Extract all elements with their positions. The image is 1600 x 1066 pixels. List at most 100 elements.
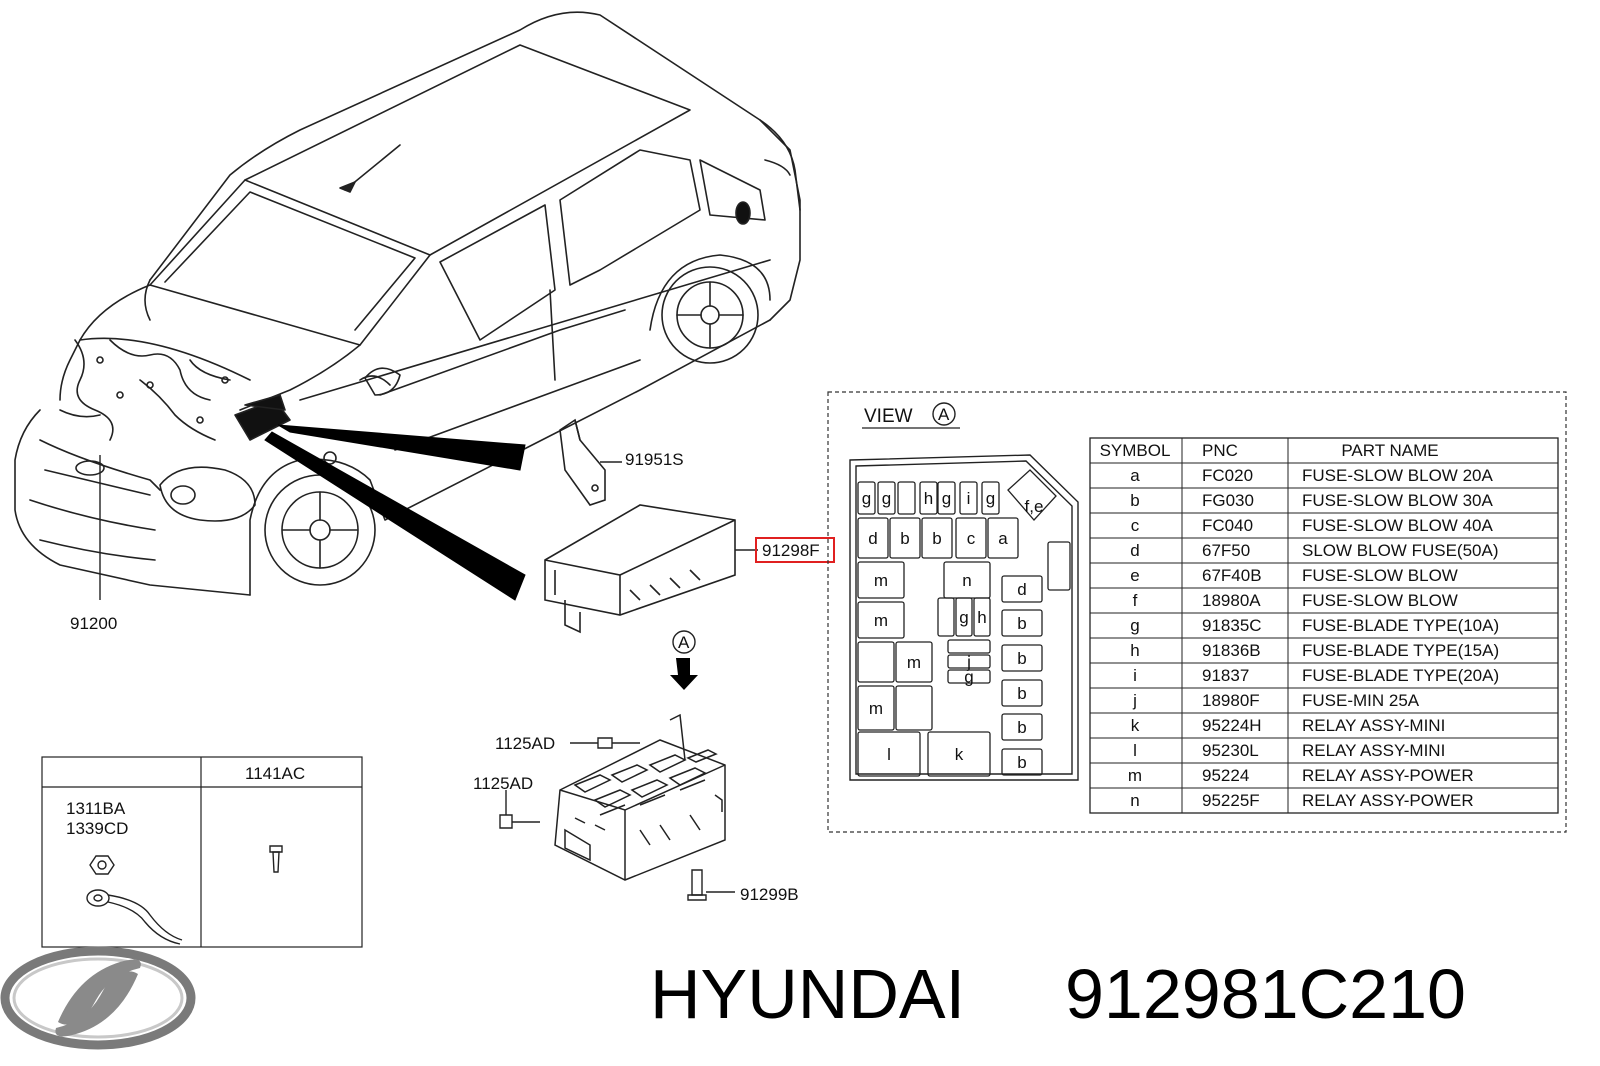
fuse-slot-b-right-1-outline [1001,644,1043,672]
fuse-slot-second-1-outline [889,517,921,559]
pointer-wedges [264,424,526,601]
parts-table-part-name: RELAY ASSY-POWER [1302,766,1474,785]
fuse-slot-b-right-1: b [1017,649,1026,668]
parts-table-pnc: 91836B [1202,641,1261,660]
view-panel-marker-circle [932,402,956,426]
brand-name: HYUNDAI [650,955,965,1033]
view-panel-border [827,391,1567,833]
fuse-slot-spare-outline [1047,541,1071,591]
parts-table-part-name: FUSE-SLOW BLOW 30A [1302,491,1493,510]
parts-table-part-name: FUSE-SLOW BLOW [1302,566,1458,585]
parts-table-part-name: FUSE-MIN 25A [1302,691,1420,710]
fuse-slot-second-1: b [900,529,909,548]
bolt-icon-bottom [687,869,707,901]
parts-table-symbol: f [1133,591,1138,610]
parts-table-pnc: FC020 [1202,466,1253,485]
fuse-slot-top-2-outline [897,481,916,515]
view-label: VIEW [864,406,913,427]
parts-table-pnc: 95224 [1202,766,1249,785]
fuse-slot-b-right-0: b [1017,614,1026,633]
fuse-slot-second-3: c [967,529,976,548]
fuse-slot-top-3-outline [919,481,938,515]
fuse-slot-top-4-outline [937,481,956,515]
fuse-slot-top-5: i [967,489,971,508]
car-illustration [14,11,801,596]
fuse-slot-b-right-2-outline [1001,679,1043,707]
parts-table-pnc: 67F40B [1202,566,1262,585]
hardware-col2-header: 1141AC [245,764,305,783]
highlight-box-91298F [755,537,835,563]
parts-table-symbol: i [1133,666,1137,685]
fuse-slot-second-4: a [998,529,1008,548]
callout-91298F: 91298F [762,541,820,560]
callout-1125AD-left: 1125AD [473,774,533,793]
parts-table-part-name: SLOW BLOW FUSE(50A) [1302,541,1498,560]
fuse-slot-g-mid-outline [955,597,973,637]
fuse-slot-b-right-3-outline [1001,713,1043,741]
relay-slot-m-3-outline [895,641,933,683]
relay-slot-blank-1-outline [857,641,895,683]
parts-table-symbol: d [1130,541,1139,560]
parts-table-pnc: 18980F [1202,691,1260,710]
fuse-slot-b-right-4: b [1017,753,1026,772]
relay-slot-m-1-outline [857,561,905,599]
bolt-icon-left [499,814,540,829]
parts-table-pnc: 95224H [1202,716,1262,735]
view-marker-circle [672,630,696,654]
parts-table-symbol: e [1130,566,1139,585]
fuse-slot-second-0-outline [857,517,889,559]
parts-table-symbol: n [1130,791,1139,810]
relay-slot-k-outline [927,731,991,777]
fuse-slot-h-mid: h [977,608,986,627]
fuse-slot-top-6-outline [981,481,1000,515]
fuse-slot-small-blank-outline [937,597,955,637]
parts-table-pnc: 91837 [1202,666,1249,685]
hardware-box [41,756,363,948]
parts-table-part-name: RELAY ASSY-POWER [1302,791,1474,810]
parts-table-header-2: PART NAME [1341,441,1438,460]
parts-table-part-name: RELAY ASSY-MINI [1302,716,1445,735]
hardware-col1-line2: 1339CD [66,819,128,838]
bolt-icon-top [597,737,640,749]
callout-91951S: 91951S [625,450,684,469]
parts-table-symbol: m [1128,766,1142,785]
parts-table-pnc: 91835C [1202,616,1262,635]
fuse-slot-top-4: g [942,489,951,508]
fuse-slot-top-1: g [882,489,891,508]
fuse-slot-j-1-outline [947,639,991,654]
down-arrow-icon [670,658,698,690]
view-panel-marker: A [938,405,950,424]
fuse-slot-top-6: g [986,489,995,508]
fuse-slot-d-right-outline [1001,575,1043,603]
relay-slot-blank-2-outline [895,685,933,731]
fuse-slot-j-2: j [966,653,971,672]
parts-table-part-name: RELAY ASSY-MINI [1302,741,1445,760]
fuse-slot-top-3: h [924,489,933,508]
part-number: 912981C210 [1065,955,1466,1033]
fuse-slot-g-low: g [964,668,973,687]
parts-table-part-name: FUSE-SLOW BLOW 40A [1302,516,1493,535]
callout-91299B: 91299B [740,885,799,904]
fuse-slot-top-0: g [862,489,871,508]
parts-table-symbol: a [1130,466,1140,485]
parts-table-header-0: SYMBOL [1100,441,1171,460]
relay-slot-m-2: m [874,611,888,630]
fuse-slot-second-0: d [868,529,877,548]
parts-table-pnc: 67F50 [1202,541,1250,560]
parts-table-part-name: FUSE-SLOW BLOW [1302,591,1458,610]
parts-table-symbol: h [1130,641,1139,660]
fuse-slot-d-right: d [1017,580,1026,599]
parts-table-border [1089,437,1559,814]
fuse-slot-b-right-0-outline [1001,609,1043,637]
callout-1125AD-top: 1125AD [495,734,555,753]
fuse-slot-g-low-outline [947,669,991,684]
fuse-slot-b-right-2: b [1017,684,1026,703]
fuse-slot-top-1-outline [877,481,896,515]
ring-terminal-icon [86,889,183,945]
hyundai-logo-icon [0,946,196,1050]
fuse-box-body [554,713,726,881]
parts-table-part-name: FUSE-BLADE TYPE(15A) [1302,641,1499,660]
relay-slot-m-2-outline [857,601,905,639]
relay-slot-m-3: m [907,653,921,672]
